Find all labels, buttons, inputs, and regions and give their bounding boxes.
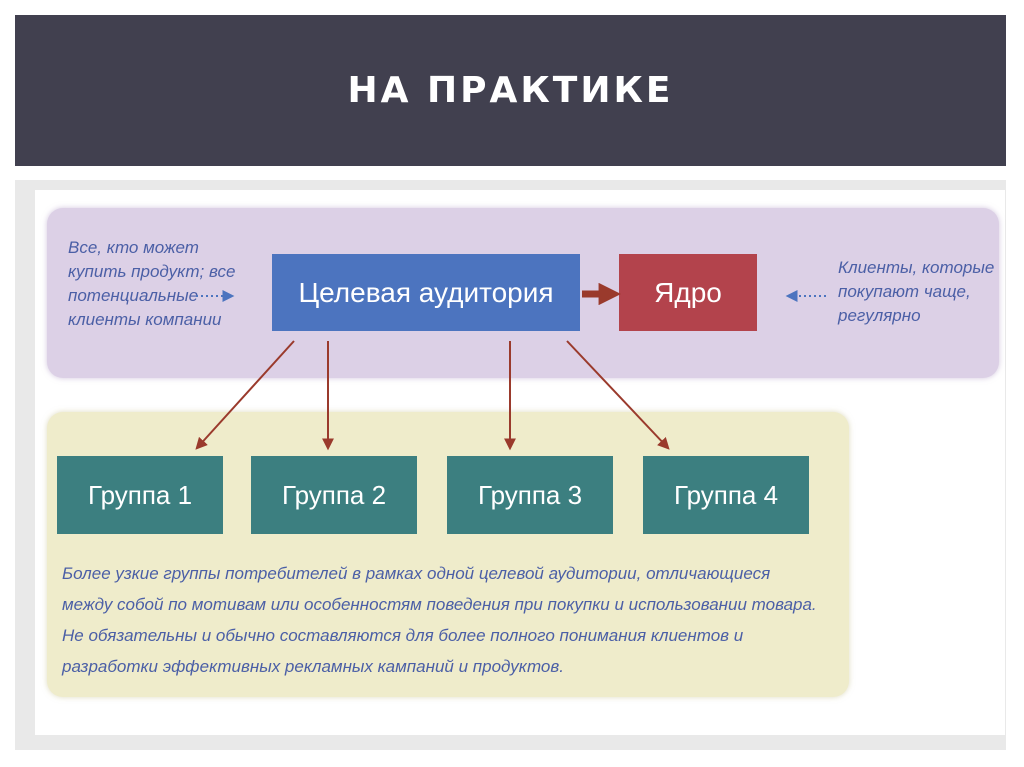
- group-1-box: Группа 1: [57, 456, 223, 534]
- slide-title: НА ПРАКТИКЕ: [347, 70, 674, 111]
- group-3-box: Группа 3: [447, 456, 613, 534]
- arrow-to-group-1: [195, 340, 295, 450]
- arrow-to-group-4: [566, 340, 670, 450]
- left-note: Все, кто может купить продукт; все потен…: [68, 238, 236, 329]
- groups-description: Более узкие группы потребителей в рамках…: [62, 564, 817, 676]
- core-box: Ядро: [619, 254, 757, 331]
- group-4-box: Группа 4: [643, 456, 809, 534]
- target-audience-box: Целевая аудитория: [272, 254, 580, 331]
- slide-header: НА ПРАКТИКЕ: [15, 15, 1006, 166]
- group-2-box: Группа 2: [251, 456, 417, 534]
- right-note: Клиенты, которые покупают чаще, регулярн…: [838, 258, 995, 325]
